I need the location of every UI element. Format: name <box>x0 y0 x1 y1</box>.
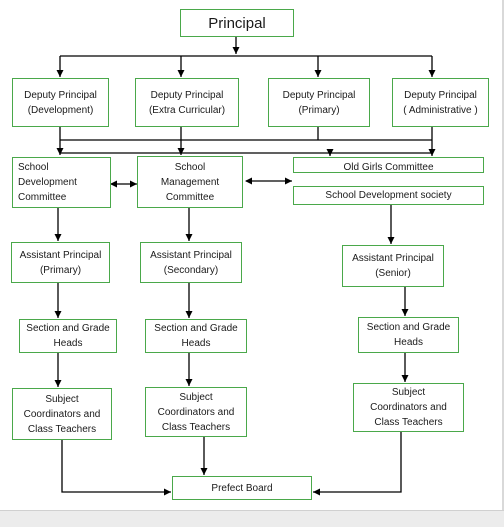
school-development-society-box: School Development society <box>293 186 484 205</box>
assistant-principal-senior-box: Assistant Principal (Senior) <box>342 245 444 287</box>
deputy-principal-primary-box: Deputy Principal (Primary) <box>268 78 370 127</box>
old-girls-committee-box: Old Girls Committee <box>293 157 484 173</box>
assistant-principal-primary-box: Assistant Principal (Primary) <box>11 242 110 283</box>
section-grade-heads-box-1: Section and Grade Heads <box>19 319 117 353</box>
subject-coordinators-box-3: Subject Coordinators and Class Teachers <box>353 383 464 432</box>
deputy-principal-extra-curricular-box: Deputy Principal (Extra Curricular) <box>135 78 239 127</box>
section-grade-heads-box-3: Section and Grade Heads <box>358 317 459 353</box>
prefect-board-box: Prefect Board <box>172 476 312 500</box>
connector-sc-1-to-prefect <box>61 440 171 496</box>
school-management-committee-box: School Management Committee <box>137 156 243 208</box>
deputy-principal-administrative-box: Deputy Principal ( Administrative ) <box>392 78 489 127</box>
bottom-scroll-strip <box>0 510 504 527</box>
connector-sc-3-to-prefect <box>313 432 402 496</box>
assistant-principal-secondary-box: Assistant Principal (Secondary) <box>140 242 242 283</box>
deputy-principal-development-box: Deputy Principal (Development) <box>12 78 109 127</box>
section-grade-heads-box-2: Section and Grade Heads <box>145 319 247 353</box>
subject-coordinators-box-2: Subject Coordinators and Class Teachers <box>145 387 247 437</box>
principal-box: Principal <box>180 9 294 37</box>
school-development-committee-box: School Development Committee <box>12 157 111 208</box>
subject-coordinators-box-1: Subject Coordinators and Class Teachers <box>12 388 112 440</box>
